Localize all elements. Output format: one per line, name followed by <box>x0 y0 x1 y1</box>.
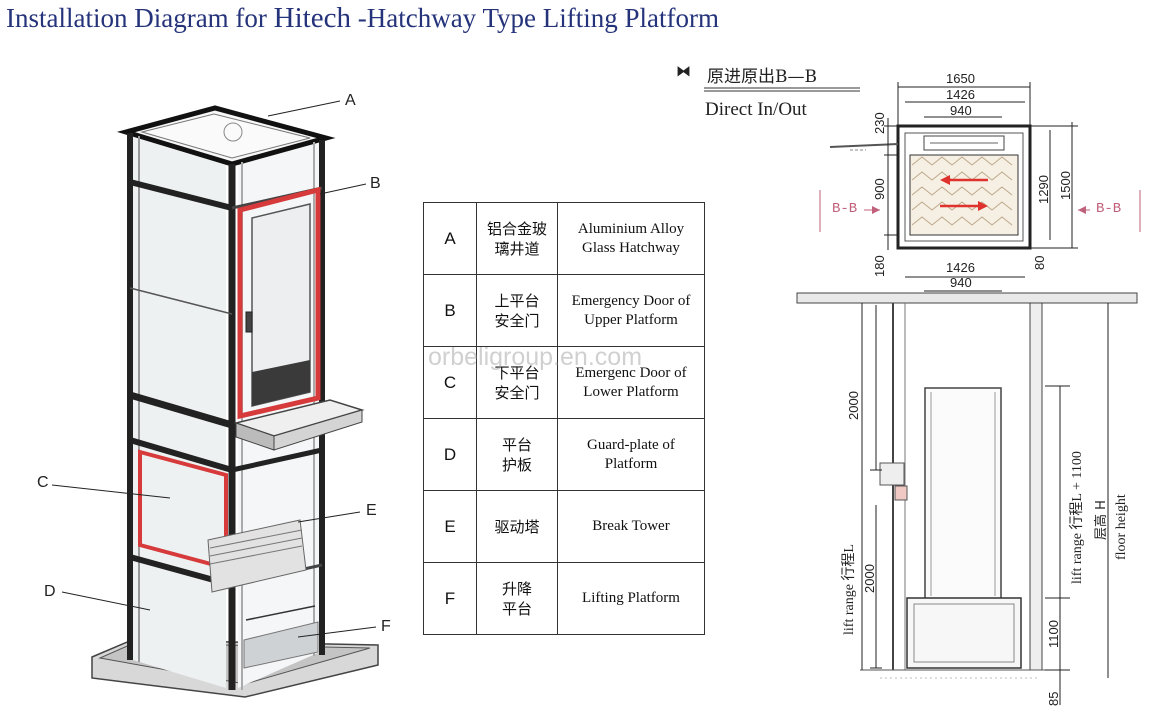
section-marker-right: B-B <box>1096 201 1122 217</box>
legend-english-line2: Upper Platform <box>584 311 678 328</box>
watermark: orbeligroup.en.com <box>428 343 643 371</box>
legend-english-line2: Lower Platform <box>583 383 679 400</box>
legend-english-line1: Guard-plate of <box>587 436 675 453</box>
elevation-view <box>796 292 1138 705</box>
label-lift-range-right: lift range 行程L + 1100 <box>1070 451 1085 584</box>
dim-lower-2000: 2000 <box>862 564 877 593</box>
dim-bottom-inner: 1426 <box>946 260 975 275</box>
top-inner <box>140 113 311 159</box>
dim-upper-2000: 2000 <box>846 391 861 420</box>
legend-english-line1: Lifting Platform <box>582 590 680 606</box>
label-floor-height-en: floor height <box>1114 494 1129 560</box>
legend-english-line2: Platform <box>604 455 658 472</box>
elevation-car <box>924 387 1002 601</box>
callout-c: C <box>37 474 49 491</box>
direction-arrows <box>940 175 988 211</box>
legend-chinese-line1: 铝合金玻 <box>486 219 547 238</box>
legend-chinese: 驱动塔 <box>476 490 558 563</box>
callout-e: E <box>366 502 377 519</box>
legend-key: A <box>423 202 477 275</box>
legend-english-line1: Break Tower <box>592 518 670 534</box>
dim-left-bottom: 180 <box>872 255 887 277</box>
legend-chinese-line1: 上平台 <box>494 291 540 310</box>
title-brand: Hitech <box>273 2 351 34</box>
dim-85: 85 <box>1046 691 1061 706</box>
legend-chinese: 平台护板 <box>476 418 558 491</box>
plan-view <box>704 82 1141 292</box>
callout-d: D <box>44 583 56 600</box>
dim-top-door: 940 <box>950 103 972 118</box>
legend-english-line2: Glass Hatchway <box>582 239 680 256</box>
dim-top-inner: 1426 <box>946 87 975 102</box>
title-suffix: -Hatchway Type Lifting Platform <box>350 3 720 33</box>
legend-chinese: 铝合金玻璃井道 <box>476 202 558 275</box>
legend-chinese: 上平台安全门 <box>476 274 558 347</box>
dim-1100: 1100 <box>1046 620 1061 648</box>
callout-f: F <box>381 618 391 635</box>
legend-english: Break Tower <box>557 490 705 563</box>
legend-chinese-line2: 安全门 <box>494 383 540 402</box>
section-marker-left: B-B <box>832 201 858 217</box>
dim-left-top: 230 <box>872 112 887 134</box>
section-symbol: ⧓ <box>676 64 691 80</box>
legend-english-line1: Emergency Door of <box>571 292 691 309</box>
dim-right-outer: 1500 <box>1058 171 1073 200</box>
label-lift-range-left: lift range 行程L <box>842 544 857 635</box>
dim-left-door: 900 <box>872 178 887 200</box>
legend-chinese-line2: 护板 <box>501 455 532 474</box>
legend-key: D <box>423 418 477 491</box>
legend-english: Emergency Door of Upper Platform <box>557 274 705 347</box>
dim-right-inner: 1290 <box>1036 175 1051 204</box>
legend-english: Lifting Platform <box>557 562 705 635</box>
legend-chinese-line1: 平台 <box>501 435 532 454</box>
legend-chinese-line1: 驱动塔 <box>494 517 540 536</box>
section-title-cn: 原进原出B—B <box>707 67 817 87</box>
callout-a: A <box>345 92 356 109</box>
page-title: Installation Diagram for Hitech -Hatchwa… <box>6 2 719 35</box>
legend-key: B <box>423 274 477 347</box>
upper-door-kickplate <box>252 360 310 406</box>
legend-key: F <box>423 562 477 635</box>
hatchway-3d <box>51 100 379 698</box>
upper-door-frame <box>237 186 321 420</box>
legend-english-line1: Emergenc Door of <box>575 364 687 381</box>
legend-key: C <box>423 346 477 419</box>
title-prefix: Installation Diagram for <box>6 3 274 33</box>
legend-chinese-line2: 璃井道 <box>494 239 540 258</box>
lifting-platform-car <box>207 519 307 593</box>
legend-chinese-line2: 平台 <box>501 599 532 618</box>
legend-english: Emergenc Door of Lower Platform <box>557 346 705 419</box>
legend-row: E 驱动塔 Break Tower <box>423 490 705 563</box>
dim-top-outer: 1650 <box>946 71 975 86</box>
dim-right-bottom: 80 <box>1032 255 1047 270</box>
legend-chinese-line1: 下平台 <box>494 363 540 382</box>
legend-chinese-line1: 升降 <box>501 579 532 598</box>
legend-key: E <box>423 490 477 563</box>
label-floor-height-cn: 层高 H <box>1094 500 1109 540</box>
dim-bottom-door: 940 <box>950 275 972 290</box>
legend-english-line1: Aluminium Alloy <box>577 220 685 237</box>
callout-b: B <box>370 175 381 192</box>
legend-chinese: 升降平台 <box>476 562 558 635</box>
plan-platform <box>909 154 1019 236</box>
legend-english: Guard-plate of Platform <box>557 418 705 491</box>
section-title-en: Direct In/Out <box>705 99 807 120</box>
upper-floor-slab <box>796 292 1138 304</box>
top-light <box>223 122 243 142</box>
legend-row: C 下平台安全门 Emergenc Door of Lower Platform <box>423 346 705 419</box>
legend-chinese-line2: 安全门 <box>494 311 540 330</box>
